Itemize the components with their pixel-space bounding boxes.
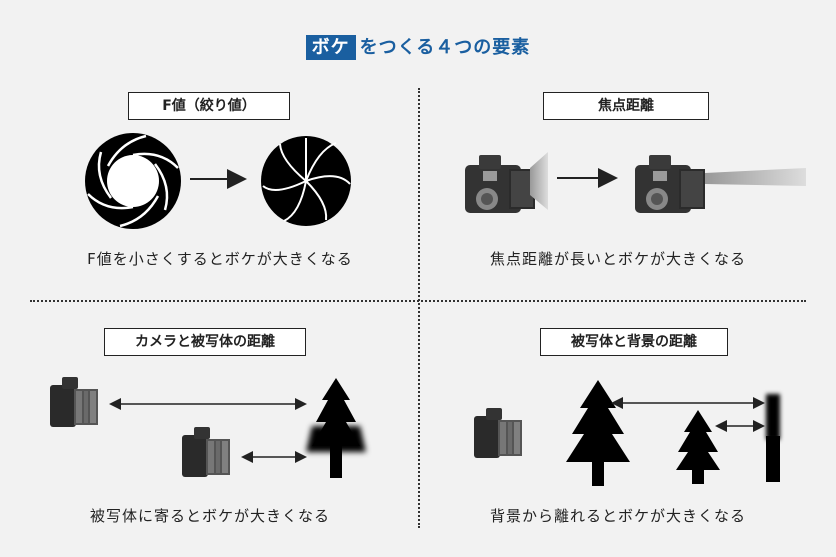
aperture-small-opening-icon	[85, 133, 181, 229]
tree-subject-blurred-icon	[306, 378, 366, 478]
diagram-title: ボケをつくる４つの要素	[0, 33, 836, 60]
horizontal-divider	[30, 300, 806, 302]
vertical-divider	[418, 88, 420, 528]
title-highlight: ボケ	[305, 35, 356, 60]
label-f-number: F値（絞り値）	[128, 92, 290, 120]
title-rest: をつくる４つの要素	[359, 37, 531, 58]
tree-far-icon	[676, 410, 720, 484]
camera-wide-angle-icon	[465, 152, 548, 213]
camera-telephoto-icon	[635, 155, 806, 213]
caption-camera-distance: 被写体に寄るとボケが大きくなる	[89, 507, 330, 525]
caption-f-number: F値を小さくするとボケが大きくなる	[87, 250, 353, 268]
aperture-large-opening-icon	[261, 136, 351, 226]
label-subject-background-distance: 被写体と背景の距離	[540, 328, 728, 356]
camera-bg-icon	[474, 408, 522, 458]
camera-far-icon	[50, 377, 98, 427]
background-pole-blurred-icon	[766, 394, 780, 482]
tree-near-icon	[566, 380, 630, 486]
camera-near-icon	[182, 427, 230, 477]
label-focal-length: 焦点距離	[543, 92, 709, 120]
label-camera-subject-distance: カメラと被写体の距離	[104, 328, 306, 356]
caption-focal-length: 焦点距離が長いとボケが大きくなる	[489, 250, 746, 268]
caption-background-distance: 背景から離れるとボケが大きくなる	[489, 507, 746, 525]
